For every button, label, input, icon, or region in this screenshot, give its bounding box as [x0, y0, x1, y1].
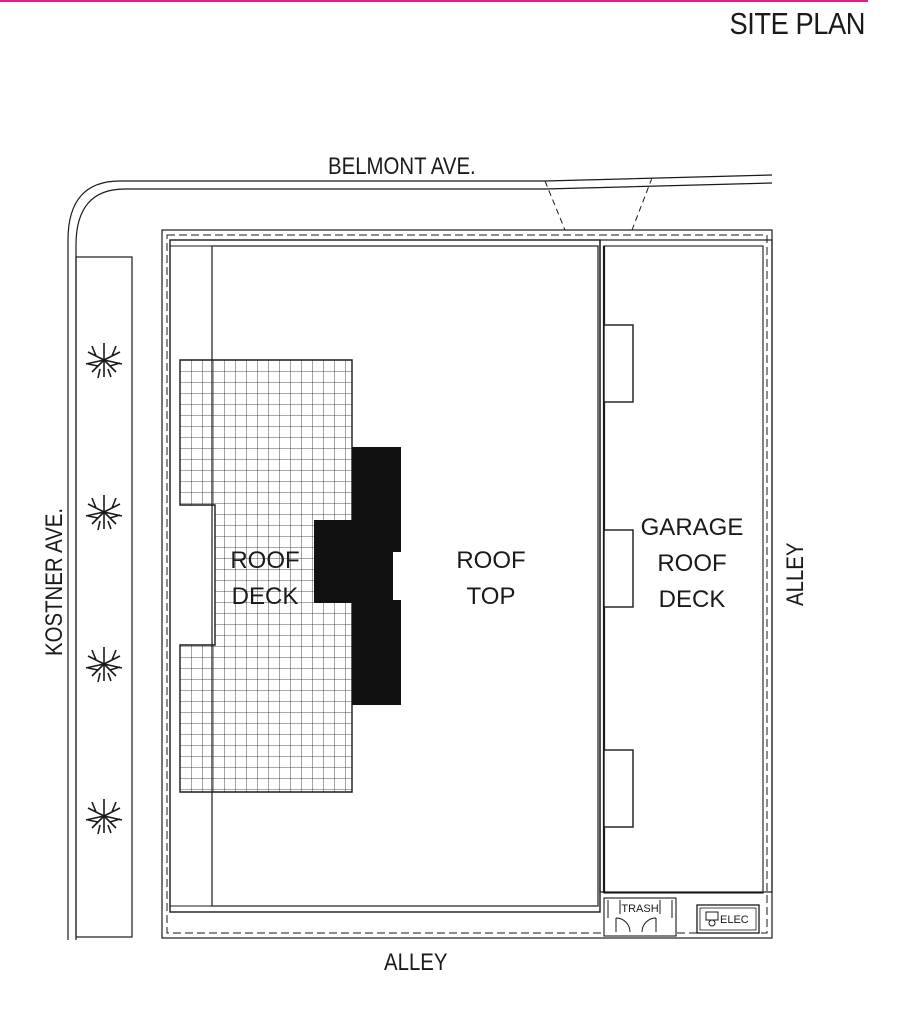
page-title: SITE PLAN — [729, 6, 865, 41]
skylight — [603, 749, 634, 828]
tree-icon — [85, 343, 123, 379]
stair-core — [314, 447, 401, 705]
garage-roof-deck-label-1: GARAGE — [641, 514, 744, 541]
street-label-alley-south: ALLEY — [384, 948, 448, 975]
skylight — [603, 324, 634, 403]
roof-top-label-2: TOP — [467, 583, 516, 610]
tree-icon — [85, 495, 123, 531]
street-label-alley-east: ALLEY — [781, 542, 808, 606]
garage-roof-deck-outline — [599, 239, 773, 893]
trash-enclosure — [603, 897, 677, 937]
meter-icon — [708, 919, 716, 927]
garage-roof-deck-label-3: DECK — [659, 586, 726, 613]
property-line-dashed — [166, 234, 768, 934]
roof-top-label-1: ROOF — [456, 547, 525, 574]
trash-door-swing — [615, 917, 657, 933]
skylight — [603, 529, 634, 608]
tree-icon — [85, 647, 123, 683]
belmont-curb-inner — [75, 182, 773, 940]
elec-room — [696, 904, 760, 934]
top-accent-rule — [0, 0, 868, 2]
roof-deck-label-2: DECK — [232, 583, 299, 610]
roof-deck-label-1: ROOF — [230, 547, 299, 574]
driveway-cut — [544, 177, 653, 231]
street-label-belmont: BELMONT AVE. — [328, 152, 476, 179]
tree-icon — [85, 799, 123, 835]
belmont-curb-outer — [67, 174, 773, 940]
garage-roof-deck-label-2: ROOF — [657, 550, 726, 577]
elec-label: ELEC — [720, 914, 749, 926]
kostner-parkway — [75, 256, 133, 938]
roof-top-outline — [211, 245, 599, 907]
street-label-kostner: KOSTNER AVE. — [40, 508, 67, 656]
trash-label: TRASH — [621, 903, 658, 915]
